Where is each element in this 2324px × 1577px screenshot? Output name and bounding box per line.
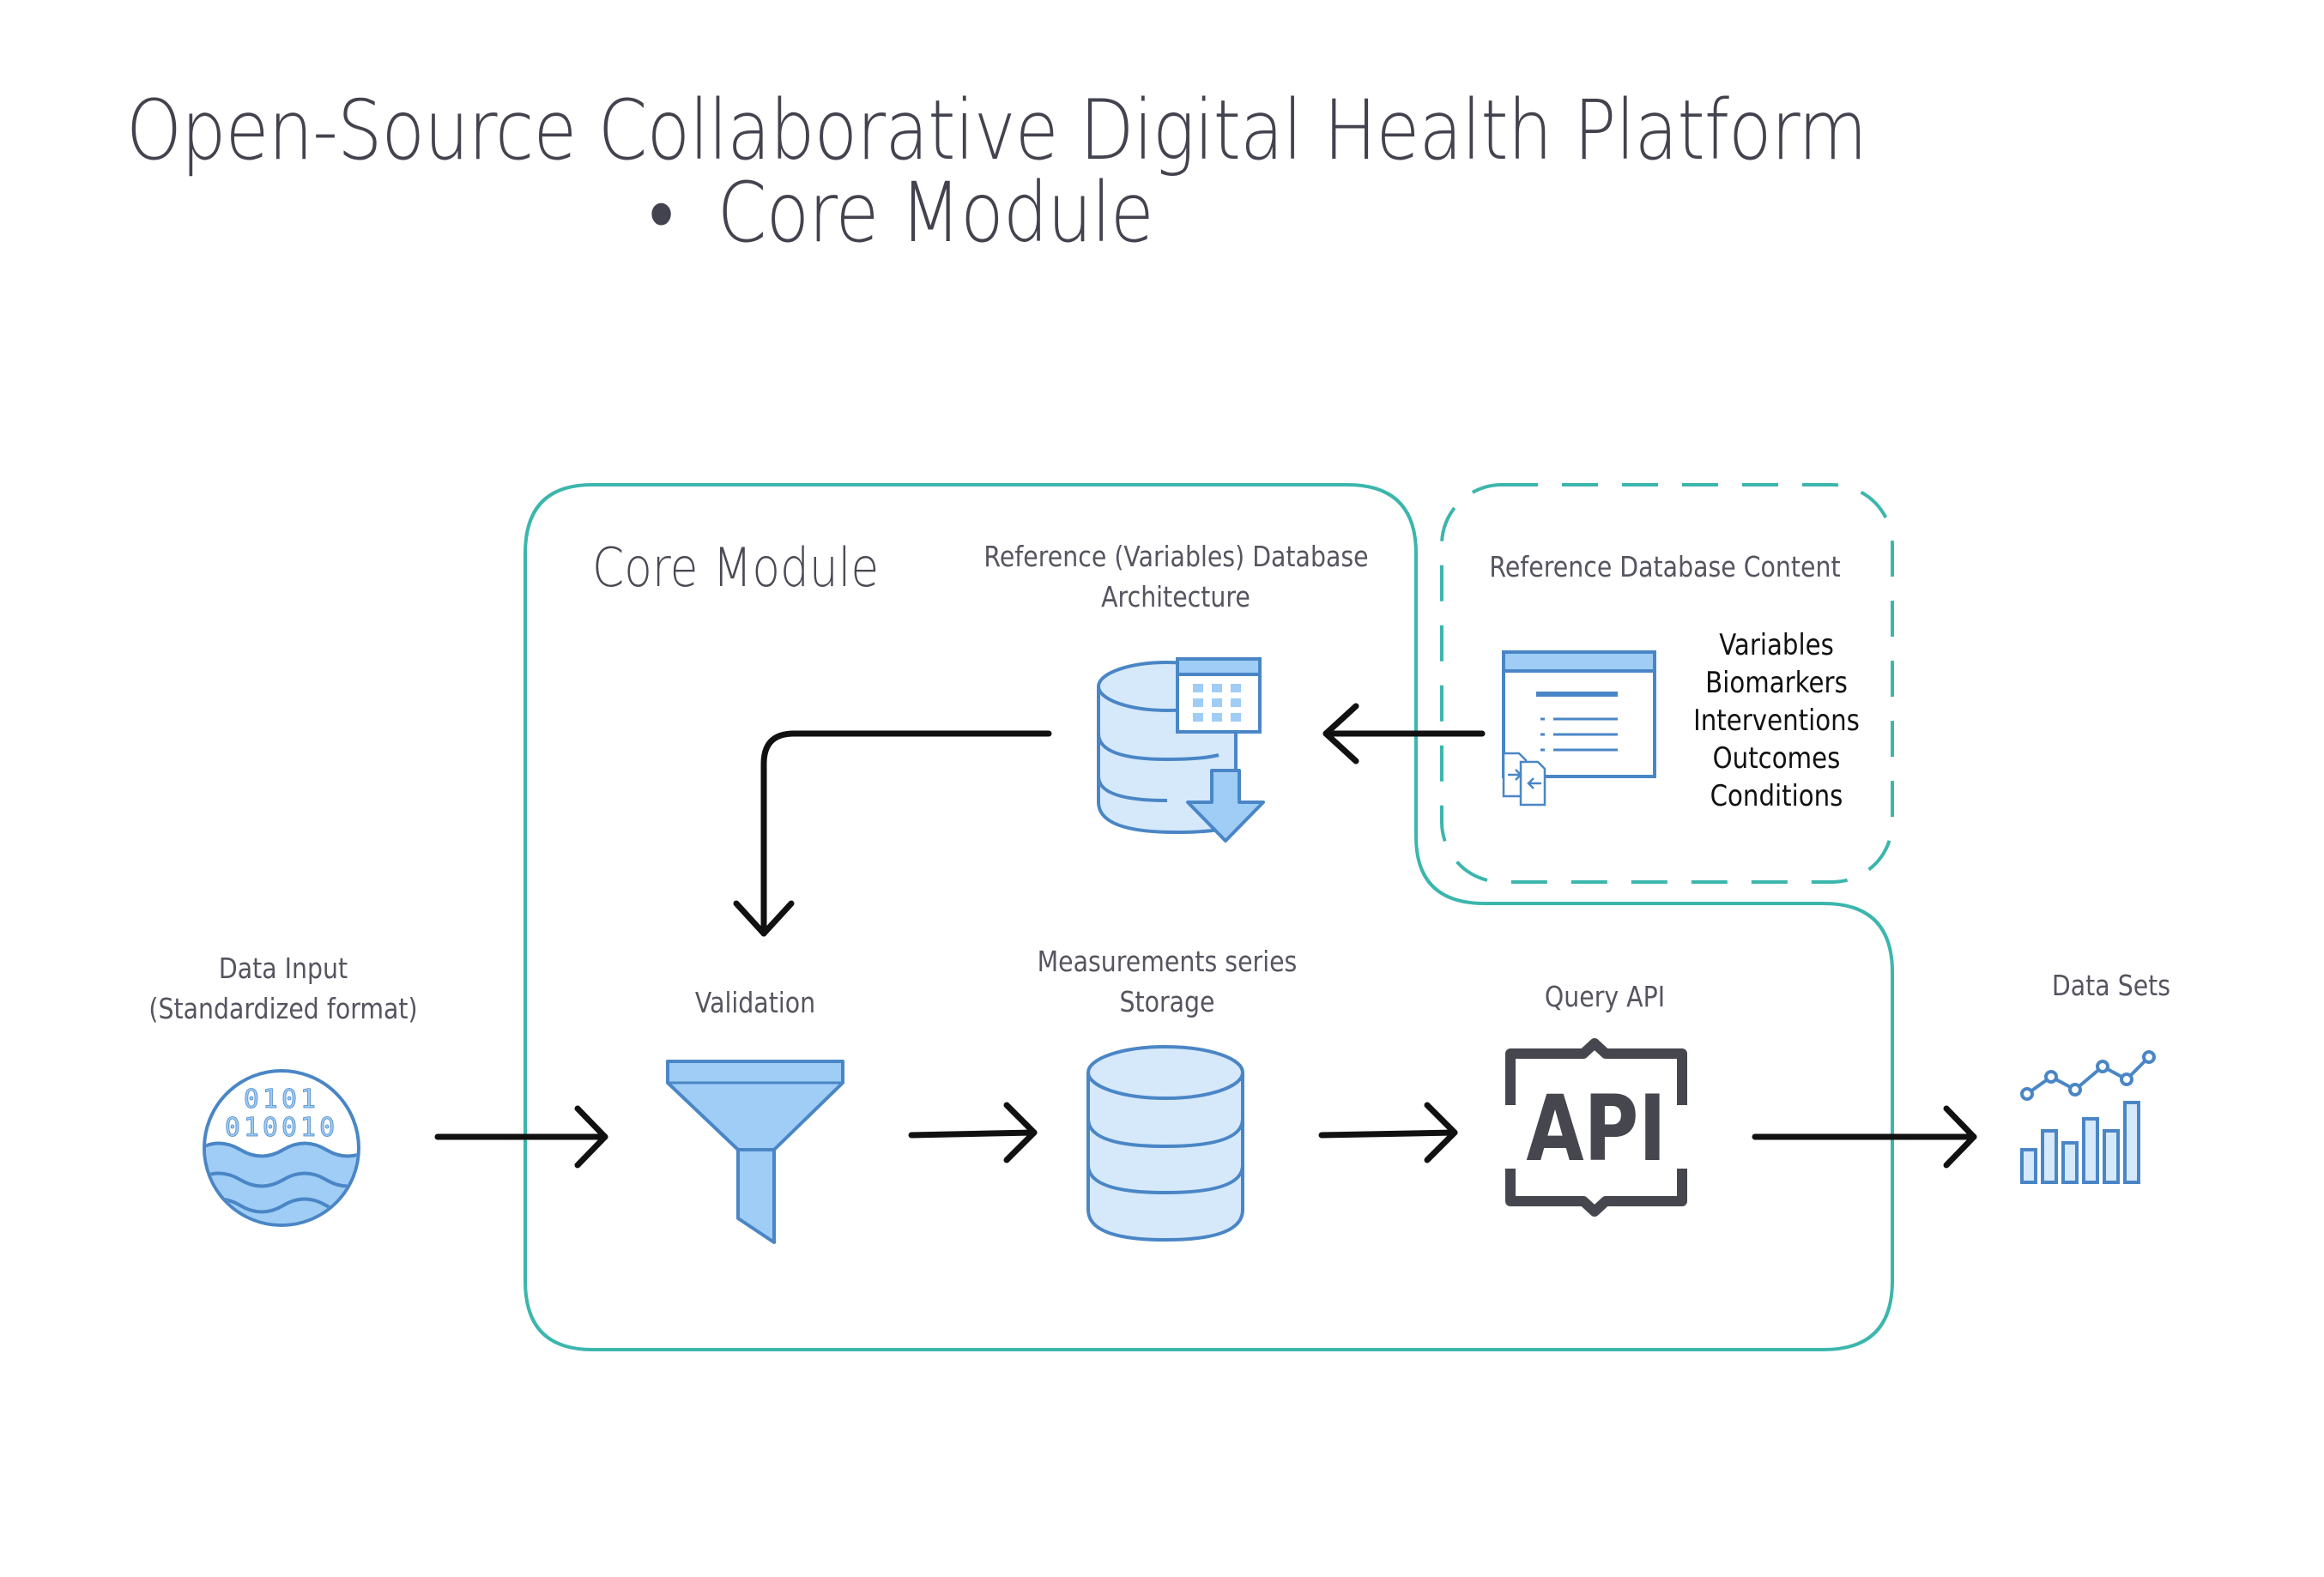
core-module-label: Core Module	[592, 536, 880, 599]
storage-label: Measurements series Storage	[1012, 941, 1322, 1022]
arrow-content-to-refdb-head	[1322, 703, 1359, 764]
arrow-storage-to-api	[1318, 1129, 1458, 1139]
bullet: •	[649, 165, 674, 261]
content-item-outcomes: Outcomes	[1712, 741, 1841, 776]
api-icon-text: API	[1526, 1076, 1666, 1182]
arrow-refdb-to-validation	[760, 730, 1052, 937]
api-icon: API	[1505, 1038, 1687, 1217]
reference-db-label-line1: Reference (Variables) Database	[983, 540, 1369, 573]
document-icon	[1502, 650, 1656, 807]
arrow-api-to-datasets-head	[1943, 1105, 1977, 1169]
content-item-biomarkers: Biomarkers	[1705, 666, 1848, 700]
data-sets-chart-icon	[2020, 1050, 2156, 1184]
data-input-label: Data Input (Standardized format)	[136, 948, 431, 1029]
data-input-icon: 0101 010010	[203, 1069, 360, 1227]
core-module-container	[524, 483, 1894, 1351]
storage-label-line1: Measurements series	[1037, 945, 1298, 978]
reference-content-list: Variables Biomarkers Interventions Outco…	[1688, 626, 1865, 815]
arrows	[434, 703, 1977, 1169]
arrow-validation-to-storage-head	[1003, 1102, 1038, 1163]
binary-line-1: 0101	[244, 1085, 319, 1115]
arrow-storage-to-api-head	[1424, 1102, 1458, 1163]
reference-content-dashed-box	[1440, 483, 1894, 884]
arrow-input-to-validation-head	[574, 1105, 608, 1169]
query-api-label: Query API	[1544, 980, 1666, 1013]
arrow-validation-to-storage	[908, 1129, 1038, 1139]
reference-db-label-line2: Architecture	[1101, 580, 1250, 613]
storage-label-line2: Storage	[1119, 985, 1215, 1018]
validation-label: Validation	[694, 986, 816, 1019]
data-sets-label: Data Sets	[2051, 969, 2171, 1002]
data-input-label-line1: Data Input	[218, 952, 348, 985]
content-item-conditions: Conditions	[1710, 779, 1843, 813]
funnel-icon	[666, 1060, 844, 1244]
content-item-interventions: Interventions	[1693, 704, 1860, 738]
subtitle-text: Core Module	[717, 165, 1154, 261]
binary-line-2: 010010	[225, 1113, 338, 1143]
data-input-label-line2: (Standardized format)	[148, 992, 418, 1025]
content-item-variables: Variables	[1719, 628, 1834, 662]
reference-db-label: Reference (Variables) Database Architect…	[983, 536, 1369, 617]
reference-content-label: Reference Database Content	[1489, 550, 1841, 583]
arrow-refdb-to-validation-head	[733, 900, 795, 937]
storage-database-icon	[1086, 1045, 1244, 1242]
reference-database-icon	[1097, 657, 1265, 843]
page-subtitle: • Core Module	[126, 165, 1676, 261]
page-title: Open-Source Collaborative Digital Health…	[126, 82, 1867, 178]
